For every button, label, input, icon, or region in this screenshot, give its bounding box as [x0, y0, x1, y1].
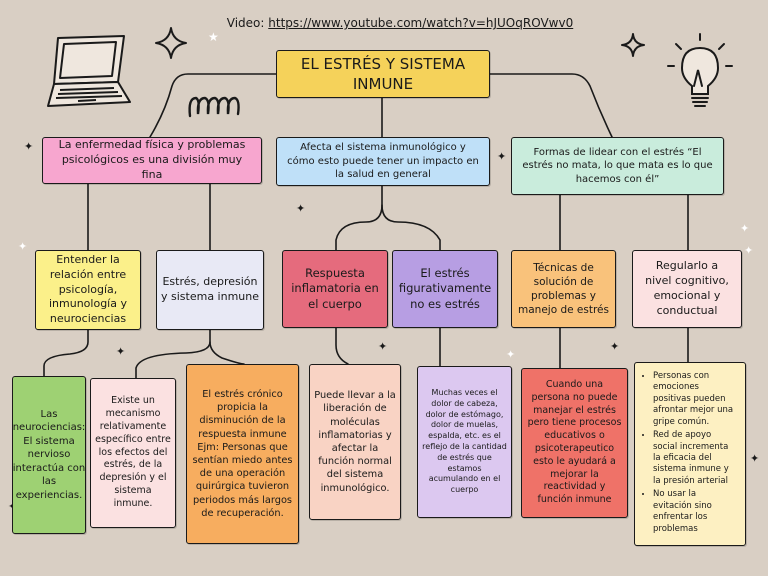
- sparkle-icon: [154, 26, 188, 60]
- subtopic-box-understand: Entender la relación entre psicología, i…: [35, 250, 141, 330]
- detail-text-person: Cuando una persona no puede manejar el e…: [527, 378, 622, 506]
- coil-doodle-icon: [186, 92, 246, 120]
- video-link[interactable]: https://www.youtube.com/watch?v=hJUOqROV…: [268, 16, 574, 30]
- subtopic-text-understand: Entender la relación entre psicología, i…: [49, 252, 127, 326]
- topic-text-illness: La enfermedad física y problemas psicoló…: [58, 138, 246, 181]
- subtopic-box-inflammation: Respuesta inflamatoria en el cuerpo: [282, 250, 388, 328]
- detail-text-chronic: El estrés crónico propicia la disminució…: [192, 388, 293, 519]
- star-icon: ✦: [296, 202, 306, 215]
- list-item: Red de apoyo social incrementa la eficac…: [653, 430, 737, 487]
- star-icon: ✦: [18, 240, 28, 253]
- detail-box-pain: Muchas veces el dolor de cabeza, dolor d…: [417, 366, 512, 518]
- topic-text-immune: Afecta el sistema inmunológico y cómo es…: [287, 142, 479, 181]
- lightbulb-icon: [664, 30, 736, 114]
- topic-box-illness: La enfermedad física y problemas psicoló…: [42, 137, 262, 184]
- list-item: Personas con emociones positivas pueden …: [653, 371, 737, 428]
- subtopic-text-inflammation: Respuesta inflamatoria en el cuerpo: [291, 265, 379, 311]
- detail-box-chronic: El estrés crónico propicia la disminució…: [186, 364, 299, 544]
- detail-box-tips: Personas con emociones positivas pueden …: [634, 362, 746, 546]
- detail-text-mechanism: Existe un mecanismo relativamente especí…: [95, 395, 171, 509]
- detail-text-pain: Muchas veces el dolor de cabeza, dolor d…: [422, 388, 507, 495]
- topic-box-coping: Formas de lidear con el estrés “El estré…: [511, 137, 724, 195]
- detail-box-mechanism: Existe un mecanismo relativamente especí…: [90, 378, 176, 528]
- subtopic-box-techniques: Técnicas de solución de problemas y mane…: [511, 250, 616, 328]
- video-label: Video:: [226, 16, 265, 30]
- detail-text-neuroscience: Las neurociencias: El sistema nervioso i…: [12, 408, 86, 501]
- star-icon: ✦: [750, 452, 760, 465]
- star-icon: ✦: [744, 244, 754, 257]
- subtopic-box-depression: Estrés, depresión y sistema inmune: [156, 250, 264, 330]
- video-reference: Video: https://www.youtube.com/watch?v=h…: [200, 16, 600, 30]
- subtopic-text-depression: Estrés, depresión y sistema inmune: [161, 275, 260, 303]
- detail-box-person: Cuando una persona no puede manejar el e…: [521, 368, 628, 518]
- star-icon: ✦: [116, 345, 126, 358]
- star-icon: ★: [208, 30, 219, 44]
- list-item: No usar la evitación sino enfrentar los …: [653, 489, 737, 535]
- detail-box-release: Puede llevar a la liberación de molécula…: [309, 364, 401, 520]
- star-icon: ✦: [24, 140, 34, 153]
- topic-text-coping: Formas de lidear con el estrés “El estré…: [522, 146, 713, 185]
- subtopic-text-figurative: El estrés figurativamente no es estrés: [398, 265, 492, 311]
- subtopic-box-figurative: El estrés figurativamente no es estrés: [392, 250, 498, 328]
- title-box: EL ESTRÉS Y SISTEMA INMUNE: [276, 50, 490, 98]
- star-icon: ✦: [506, 348, 516, 361]
- topic-box-immune: Afecta el sistema inmunológico y cómo es…: [276, 137, 490, 186]
- subtopic-text-techniques: Técnicas de solución de problemas y mane…: [518, 261, 609, 317]
- tips-list: Personas con emociones positivas pueden …: [637, 371, 743, 538]
- star-icon: ✦: [378, 340, 388, 353]
- sparkle-icon: [620, 32, 646, 58]
- page-title: EL ESTRÉS Y SISTEMA INMUNE: [300, 54, 466, 93]
- star-icon: ✦: [497, 150, 507, 163]
- laptop-icon: [44, 30, 134, 114]
- star-icon: ✦: [740, 222, 750, 235]
- detail-text-release: Puede llevar a la liberación de molécula…: [314, 390, 396, 494]
- subtopic-box-regulate: Regularlo a nivel cognitivo, emocional y…: [632, 250, 742, 328]
- detail-box-neuroscience: Las neurociencias: El sistema nervioso i…: [12, 376, 86, 534]
- star-icon: ✦: [610, 340, 620, 353]
- subtopic-text-regulate: Regularlo a nivel cognitivo, emocional y…: [645, 259, 729, 317]
